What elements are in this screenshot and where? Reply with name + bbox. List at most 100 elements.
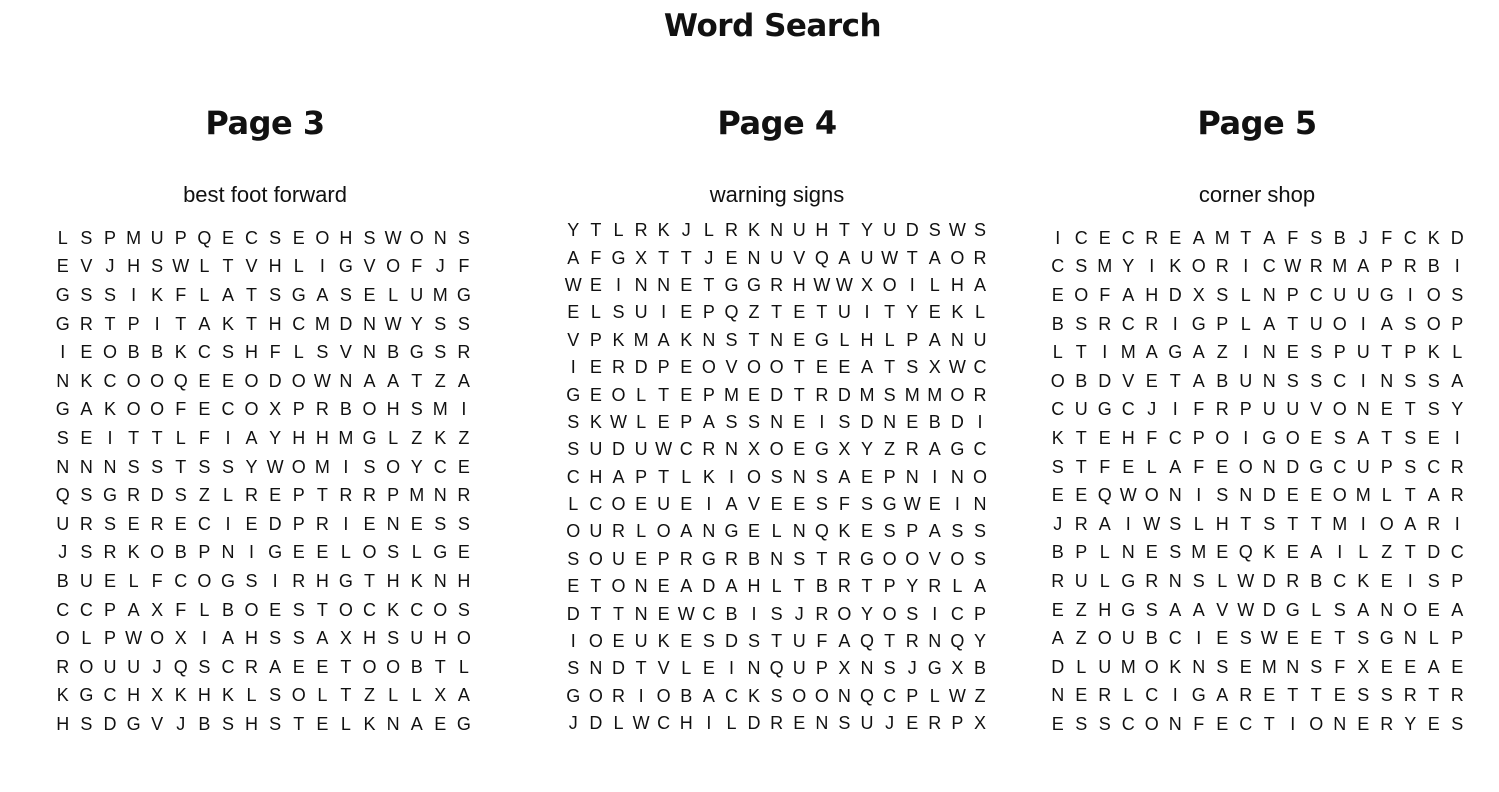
grid-letter: E: [748, 521, 761, 542]
grid-letter: S: [1192, 570, 1205, 591]
grid-letter: O: [1403, 599, 1418, 620]
grid-letter: R: [292, 570, 306, 591]
grid-letter: C: [950, 603, 964, 624]
grid-letter: U: [792, 658, 806, 679]
grid-letter: A: [457, 370, 470, 391]
grid-letter: Z: [411, 427, 423, 448]
grid-letter: E: [103, 570, 116, 591]
grid-letter: I: [343, 456, 349, 477]
grid-letter: V: [1122, 370, 1135, 391]
grid-letter: O: [1332, 399, 1347, 420]
grid-letter: X: [973, 713, 986, 734]
grid-letter: W: [903, 494, 921, 515]
grid-letter: S: [410, 399, 423, 420]
grid-letter: O: [55, 628, 70, 649]
grid-letter: T: [861, 576, 873, 597]
grid-letter: A: [1098, 513, 1111, 534]
grid-letter: X: [861, 274, 874, 295]
grid-letter: N: [928, 631, 942, 652]
grid-letter: E: [793, 302, 806, 323]
grid-letter: D: [905, 220, 919, 241]
grid-letter: O: [1285, 427, 1300, 448]
grid-letter: I: [107, 427, 113, 448]
grid-letter: E: [1380, 656, 1393, 677]
grid-letter: O: [433, 599, 448, 620]
grid-letter: A: [363, 370, 376, 391]
grid-letter: L: [952, 576, 963, 597]
grid-letter: T: [1075, 427, 1087, 448]
grid-letter: C: [1121, 227, 1135, 248]
grid-letter: C: [410, 599, 424, 620]
grid-letter: S: [973, 521, 986, 542]
grid-letter: B: [725, 603, 738, 624]
grid-letter: A: [657, 329, 670, 350]
grid-letter: U: [634, 439, 648, 460]
grid-letter: S: [815, 466, 828, 487]
grid-letter: R: [611, 357, 625, 378]
grid-letter: H: [363, 628, 377, 649]
grid-letter: Y: [861, 439, 874, 460]
grid-letter: O: [150, 542, 165, 563]
grid-letter: W: [564, 274, 582, 295]
grid-letter: O: [972, 466, 987, 487]
grid-letter: I: [909, 274, 915, 295]
grid-letter: T: [1404, 399, 1416, 420]
grid-letter: A: [702, 411, 715, 432]
grid-letter: K: [748, 220, 761, 241]
grid-letter: R: [1239, 685, 1253, 706]
grid-letter: H: [950, 274, 964, 295]
grid-letter: G: [268, 542, 283, 563]
grid-letter: B: [174, 542, 187, 563]
grid-letter: O: [386, 656, 401, 677]
grid-letter: P: [103, 599, 116, 620]
grid-letter: W: [655, 439, 673, 460]
grid-letter: R: [1380, 713, 1394, 734]
grid-letter: U: [1286, 399, 1300, 420]
grid-letter: E: [589, 274, 602, 295]
grid-letter: B: [151, 342, 164, 363]
grid-letter: O: [814, 685, 829, 706]
grid-letter: B: [339, 399, 352, 420]
grid-letter: L: [199, 284, 210, 305]
grid-letter: T: [175, 456, 187, 477]
grid-letter: H: [268, 313, 282, 334]
grid-letter: C: [973, 357, 987, 378]
grid-letter: T: [1334, 628, 1346, 649]
grid-letter: F: [198, 427, 210, 448]
grid-letter: K: [702, 466, 715, 487]
grid-letter: L: [1217, 570, 1228, 591]
grid-letter: H: [315, 570, 329, 591]
grid-letter: R: [1074, 513, 1088, 534]
grid-letter: R: [245, 485, 259, 506]
grid-letter: G: [724, 274, 739, 295]
grid-letter: E: [1451, 656, 1464, 677]
grid-letter: D: [1262, 599, 1276, 620]
grid-letter: B: [1145, 628, 1158, 649]
grid-letter: O: [1426, 284, 1441, 305]
grid-letter: A: [1122, 284, 1135, 305]
grid-letter: N: [433, 227, 447, 248]
grid-letter: S: [1333, 599, 1346, 620]
grid-letter: J: [1053, 513, 1063, 534]
grid-letter: V: [245, 256, 258, 277]
grid-letter: K: [951, 302, 964, 323]
grid-letter: D: [950, 411, 964, 432]
grid-letter: I: [1125, 513, 1131, 534]
grid-letter: S: [770, 685, 783, 706]
grid-letter: O: [338, 599, 353, 620]
grid-letter: L: [590, 302, 601, 323]
grid-letter: M: [1332, 256, 1348, 277]
grid-letter: B: [56, 570, 69, 591]
grid-letter: I: [1172, 313, 1178, 334]
grid-letter: O: [386, 256, 401, 277]
grid-letter: O: [244, 599, 259, 620]
grid-letter: O: [150, 628, 165, 649]
grid-letter: S: [1357, 628, 1370, 649]
grid-letter: E: [657, 603, 670, 624]
grid-letter: E: [245, 513, 258, 534]
grid-letter: H: [127, 685, 141, 706]
grid-letter: C: [883, 685, 897, 706]
grid-letter: I: [1407, 570, 1413, 591]
grid-letter: R: [770, 713, 784, 734]
grid-letter: P: [951, 713, 964, 734]
